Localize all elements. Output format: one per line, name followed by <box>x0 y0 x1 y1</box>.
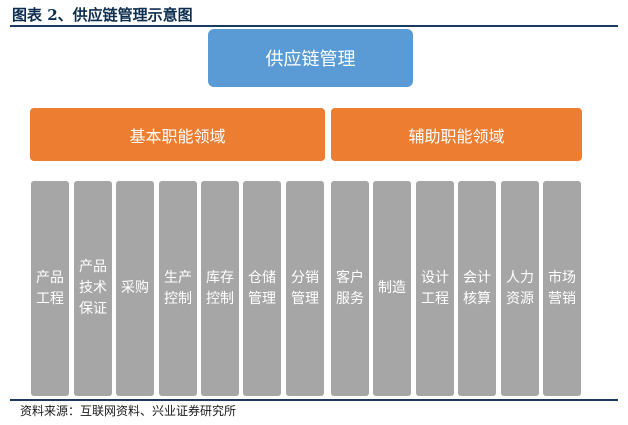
supply-chain-management-box: 供应链管理 <box>208 29 413 87</box>
function-item-design-engineering: 设计 工程 <box>416 181 454 396</box>
function-item-product-tech-assurance: 产品 技术 保证 <box>74 181 112 396</box>
figure-title: 图表 2、供应链管理示意图 <box>12 6 193 24</box>
function-item-accounting: 会计 核算 <box>458 181 496 396</box>
source-note: 资料来源：互联网资料、兴业证券研究所 <box>20 404 237 418</box>
function-item-procurement: 采购 <box>116 181 154 396</box>
bottom-divider <box>10 399 618 401</box>
function-item-warehouse-management: 仓储 管理 <box>243 181 281 396</box>
function-item-manufacturing: 制造 <box>373 181 411 396</box>
function-item-customer-service: 客户 服务 <box>331 181 369 396</box>
function-item-product-engineering: 产品 工程 <box>31 181 69 396</box>
function-item-marketing: 市场 营销 <box>543 181 581 396</box>
function-item-human-resources: 人力 资源 <box>501 181 539 396</box>
function-item-inventory-control: 库存 控制 <box>201 181 239 396</box>
top-divider <box>10 25 618 27</box>
basic-functions-box: 基本职能领域 <box>30 108 325 161</box>
auxiliary-functions-box: 辅助职能领域 <box>331 108 582 161</box>
function-item-production-control: 生产 控制 <box>159 181 197 396</box>
function-item-distribution-management: 分销 管理 <box>286 181 324 396</box>
